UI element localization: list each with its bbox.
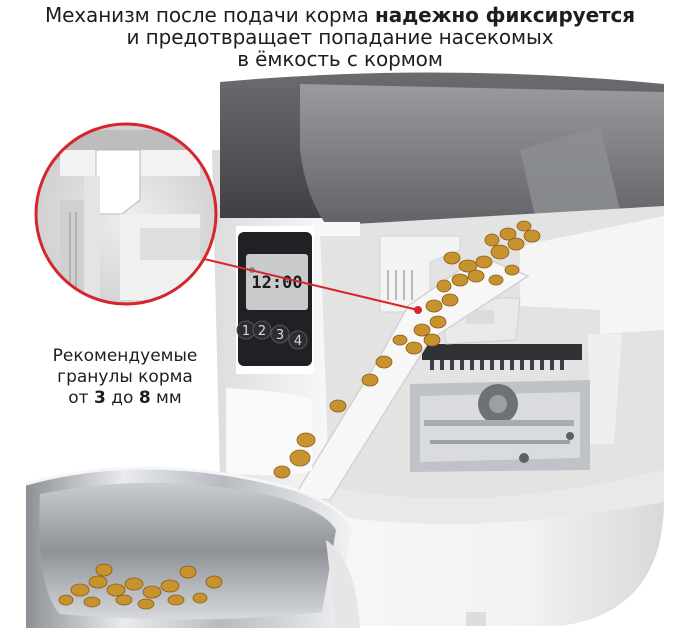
kibble-min-size: 3 <box>94 388 106 408</box>
button-4[interactable] <box>288 330 308 350</box>
headline: Механизм после подачи корма надежно фикс… <box>0 4 680 70</box>
zoom-circle <box>34 122 218 306</box>
callout-dot <box>414 306 422 314</box>
lcd-time: 12:00 <box>251 273 302 293</box>
kibble-size-note: Рекомендуемые гранулы корма от 3 до 8 мм <box>30 346 220 409</box>
dispenser-mechanism <box>226 235 530 516</box>
button-2-label: 2 <box>258 324 266 339</box>
kibble-note-line-3: от 3 до 8 мм <box>68 388 182 408</box>
button-2[interactable] <box>252 320 272 340</box>
headline-line-2: и предотвращает попадание насекомых <box>126 25 554 49</box>
headline-line-1: Механизм после подачи корма надежно фикс… <box>44 3 636 27</box>
button-3-label: 3 <box>276 328 284 343</box>
kibble-note-line-2: гранулы корма <box>57 367 193 387</box>
button-3[interactable] <box>270 324 290 344</box>
kibble-max-size: 8 <box>138 388 151 408</box>
button-4-label: 4 <box>294 334 302 349</box>
food-bowl <box>25 466 360 628</box>
button-1-label: 1 <box>242 324 250 339</box>
control-panel: 12:00 1 2 3 4 <box>236 226 314 374</box>
lcd-display <box>246 254 308 310</box>
callout-line <box>199 257 419 311</box>
headline-line-3: в ёмкость с кормом <box>237 47 443 71</box>
kibble-note-line-1: Рекомендуемые <box>52 346 198 366</box>
